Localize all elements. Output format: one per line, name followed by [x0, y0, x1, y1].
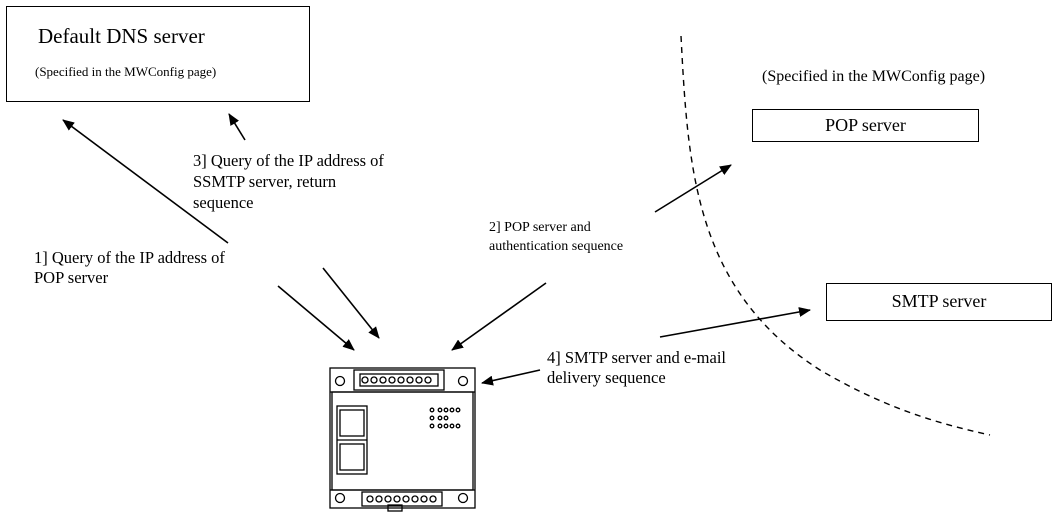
dns-server-title: Default DNS server [38, 24, 205, 48]
step-2-arrow-down [451, 282, 547, 351]
step-2-arrow-up [654, 164, 732, 213]
step-1-arrow-up [62, 119, 229, 244]
step-1-arrow-down [277, 285, 355, 351]
step-4-label: 4] SMTP server and e-mail delivery seque… [547, 348, 727, 387]
step-1-label: 1] Query of the IP address of POP server [34, 248, 225, 287]
pop-server-box: POP server [752, 109, 979, 142]
external-servers-note: (Specified in the MWConfig page) [762, 68, 986, 85]
step-3-label: 3] Query of the IP address of SSMTP serv… [193, 151, 384, 212]
dns-server-subtitle: (Specified in the MWConfig page) [35, 64, 217, 79]
step-3-arrow-up [228, 113, 246, 141]
dns-server-box [6, 6, 310, 102]
network-boundary-curve [680, 35, 991, 436]
plc-controller-icon [329, 367, 476, 512]
step-2-label: 2] POP server and authentication sequenc… [489, 220, 624, 254]
step-3-arrow-down [322, 267, 380, 339]
step-4-arrow [659, 307, 811, 338]
smtp-server-box: SMTP server [826, 283, 1052, 321]
step-4-arrow-left [481, 369, 541, 386]
